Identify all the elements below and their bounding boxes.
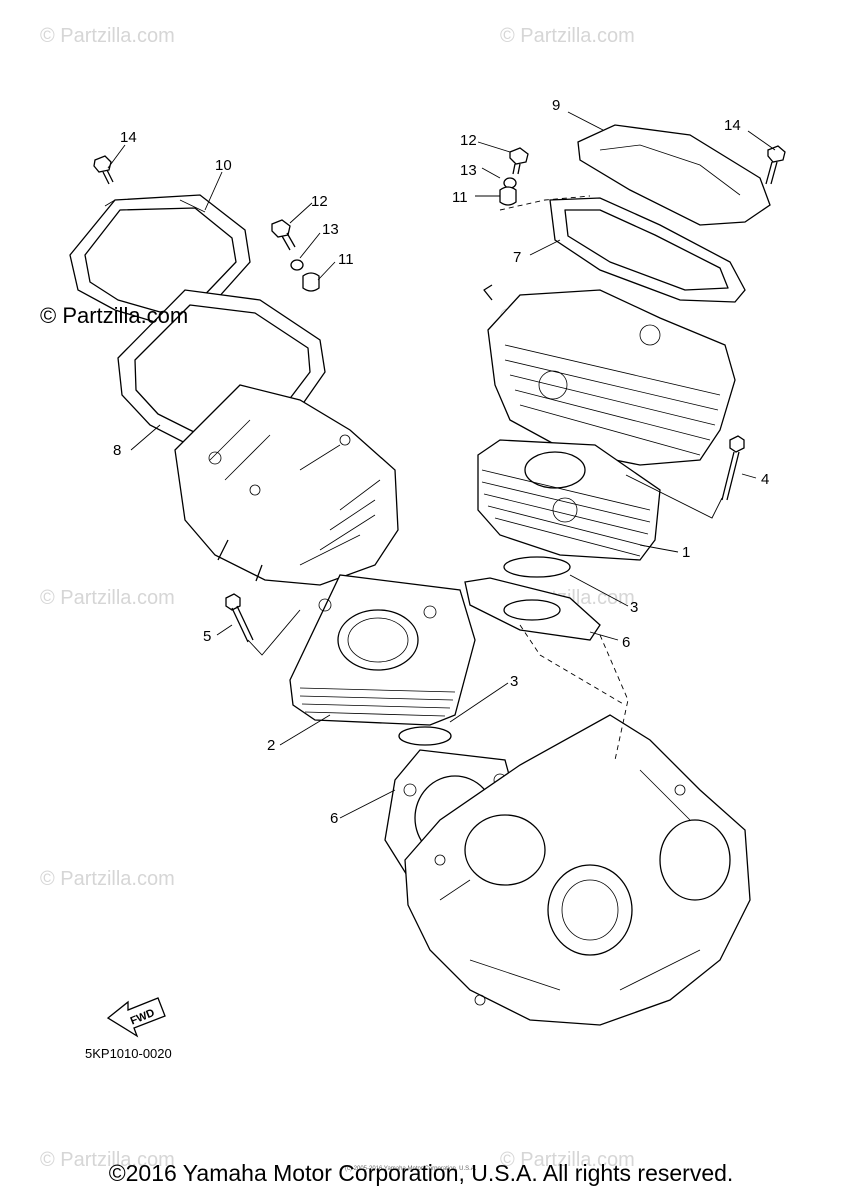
collar-13-right — [503, 177, 517, 189]
callout-3-right: 3 — [630, 599, 638, 616]
crankcase — [404, 714, 751, 1026]
watermark: © Partzilla.com — [500, 25, 635, 47]
callout-4: 4 — [761, 471, 769, 488]
callout-13-right: 13 — [460, 162, 477, 179]
callout-13-left: 13 — [322, 221, 339, 238]
cylinder-2-left — [289, 574, 476, 726]
callout-6-right: 6 — [622, 634, 630, 651]
bolt-12-left — [271, 219, 296, 251]
assembly-lines — [247, 195, 723, 761]
grommet-11-left — [302, 272, 320, 292]
callout-8: 8 — [113, 442, 121, 459]
o-ring-3-right — [503, 556, 571, 578]
cover-9-right — [577, 124, 771, 226]
watermark: © Partzilla.com — [40, 587, 175, 609]
callouts: 14 10 12 13 11 8 9 14 12 13 11 7 4 1 3 6… — [113, 97, 769, 827]
callout-1: 1 — [682, 544, 690, 561]
cylinder-head-right — [483, 284, 736, 466]
callout-7: 7 — [513, 249, 521, 266]
callout-11-right: 11 — [452, 189, 468, 206]
o-ring-3-left — [398, 726, 452, 746]
gasket-7-right — [549, 197, 746, 303]
callout-14-right: 14 — [724, 117, 741, 134]
watermark: © Partzilla.com — [40, 868, 175, 890]
bolt-4 — [721, 435, 745, 501]
callout-12-left: 12 — [311, 193, 328, 210]
watermark: © Partzilla.com — [500, 1149, 635, 1171]
gasket-6-right — [464, 577, 601, 641]
diagram-code: 5KP1010-0020 — [85, 1046, 172, 1061]
callout-6-left: 6 — [330, 810, 338, 827]
bolt-14-left — [93, 155, 114, 185]
watermark: © Partzilla.com — [40, 25, 175, 47]
footer-copyright: ©2016 Yamaha Motor Corporation, U.S.A. A… — [108, 1160, 734, 1186]
bolt-12-right — [509, 147, 529, 175]
callout-10: 10 — [215, 157, 232, 174]
callout-9: 9 — [552, 97, 560, 114]
bolt-14-right — [765, 145, 786, 185]
callout-leaders — [107, 111, 776, 819]
watermark-dark: © Partzilla.com — [40, 303, 188, 328]
callout-14-left: 14 — [120, 129, 137, 146]
grommet-11-right — [499, 186, 517, 206]
callout-11-left: 11 — [338, 251, 354, 268]
cylinder-head-left — [174, 384, 399, 586]
cylinder-1-right — [477, 439, 661, 561]
fwd-arrow-icon: FWD — [106, 997, 166, 1038]
callout-3-left: 3 — [510, 673, 518, 690]
callout-5: 5 — [203, 628, 211, 645]
collar-13-left — [290, 259, 304, 271]
callout-2: 2 — [267, 737, 275, 754]
bolt-5 — [225, 593, 254, 643]
watermark: © Partzilla.com — [40, 1149, 175, 1171]
callout-12-right: 12 — [460, 132, 477, 149]
tiny-copyright: (c) 2005-2016 Yamaha Motor Corporation, … — [345, 1166, 477, 1172]
